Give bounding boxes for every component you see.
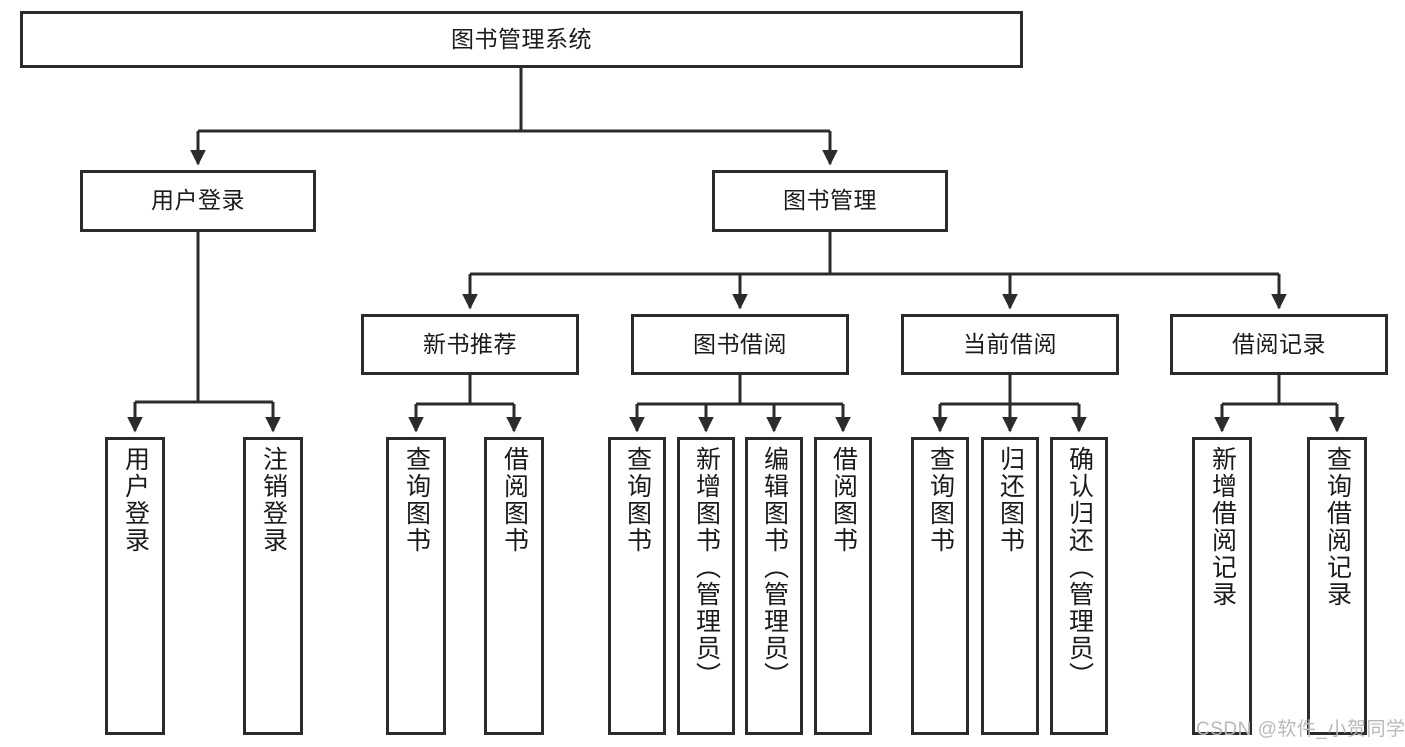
node-leaf-query-book-1[interactable]: 查询图书 <box>386 437 446 735</box>
node-leaf-add-book-admin[interactable]: 新增图书（管理员） <box>677 437 735 735</box>
node-book-manage-label: 图书管理 <box>783 187 877 214</box>
node-leaf-add-borrow-record[interactable]: 新增借阅记录 <box>1192 437 1252 735</box>
node-user-login[interactable]: 用户登录 <box>80 170 316 232</box>
node-leaf-return-book[interactable]: 归还图书 <box>981 437 1039 735</box>
node-leaf-query-book-2-label: 查询图书 <box>623 446 652 554</box>
node-leaf-query-borrow-record-label: 查询借阅记录 <box>1323 446 1352 608</box>
node-new-book-recommend[interactable]: 新书推荐 <box>361 314 579 375</box>
node-leaf-borrow-book-1[interactable]: 借阅图书 <box>484 437 544 735</box>
node-user-login-label: 用户登录 <box>151 187 245 214</box>
node-leaf-query-book-1-label: 查询图书 <box>402 446 431 554</box>
node-leaf-user-login[interactable]: 用户登录 <box>105 437 165 735</box>
node-leaf-borrow-book-1-label: 借阅图书 <box>500 446 529 554</box>
node-current-borrow[interactable]: 当前借阅 <box>901 314 1119 375</box>
node-leaf-user-logout-label: 注销登录 <box>259 446 288 554</box>
node-leaf-borrow-book-2[interactable]: 借阅图书 <box>814 437 872 735</box>
node-root[interactable]: 图书管理系统 <box>20 11 1023 68</box>
node-leaf-query-book-2[interactable]: 查询图书 <box>608 437 666 735</box>
node-leaf-edit-book-admin[interactable]: 编辑图书（管理员） <box>745 437 803 735</box>
node-leaf-query-book-3-label: 查询图书 <box>926 446 955 554</box>
node-leaf-confirm-return-admin[interactable]: 确认归还（管理员） <box>1050 437 1108 735</box>
node-leaf-user-logout[interactable]: 注销登录 <box>243 437 303 735</box>
node-book-borrow-label: 图书借阅 <box>693 330 787 357</box>
node-leaf-return-book-label: 归还图书 <box>996 446 1025 554</box>
node-new-book-recommend-label: 新书推荐 <box>423 330 517 357</box>
node-borrow-record[interactable]: 借阅记录 <box>1170 314 1388 375</box>
node-book-borrow[interactable]: 图书借阅 <box>631 314 849 375</box>
node-leaf-add-book-admin-label: 新增图书（管理员） <box>692 446 721 689</box>
node-book-manage[interactable]: 图书管理 <box>712 170 948 232</box>
node-leaf-confirm-return-admin-label: 确认归还（管理员） <box>1065 446 1094 689</box>
node-leaf-query-borrow-record[interactable]: 查询借阅记录 <box>1307 437 1367 735</box>
node-leaf-borrow-book-2-label: 借阅图书 <box>829 446 858 554</box>
node-current-borrow-label: 当前借阅 <box>963 330 1057 357</box>
node-borrow-record-label: 借阅记录 <box>1232 330 1326 357</box>
node-root-label: 图书管理系统 <box>451 25 592 52</box>
node-leaf-user-login-label: 用户登录 <box>121 446 150 554</box>
node-leaf-edit-book-admin-label: 编辑图书（管理员） <box>760 446 789 689</box>
node-leaf-add-borrow-record-label: 新增借阅记录 <box>1208 446 1237 608</box>
node-leaf-query-book-3[interactable]: 查询图书 <box>911 437 969 735</box>
